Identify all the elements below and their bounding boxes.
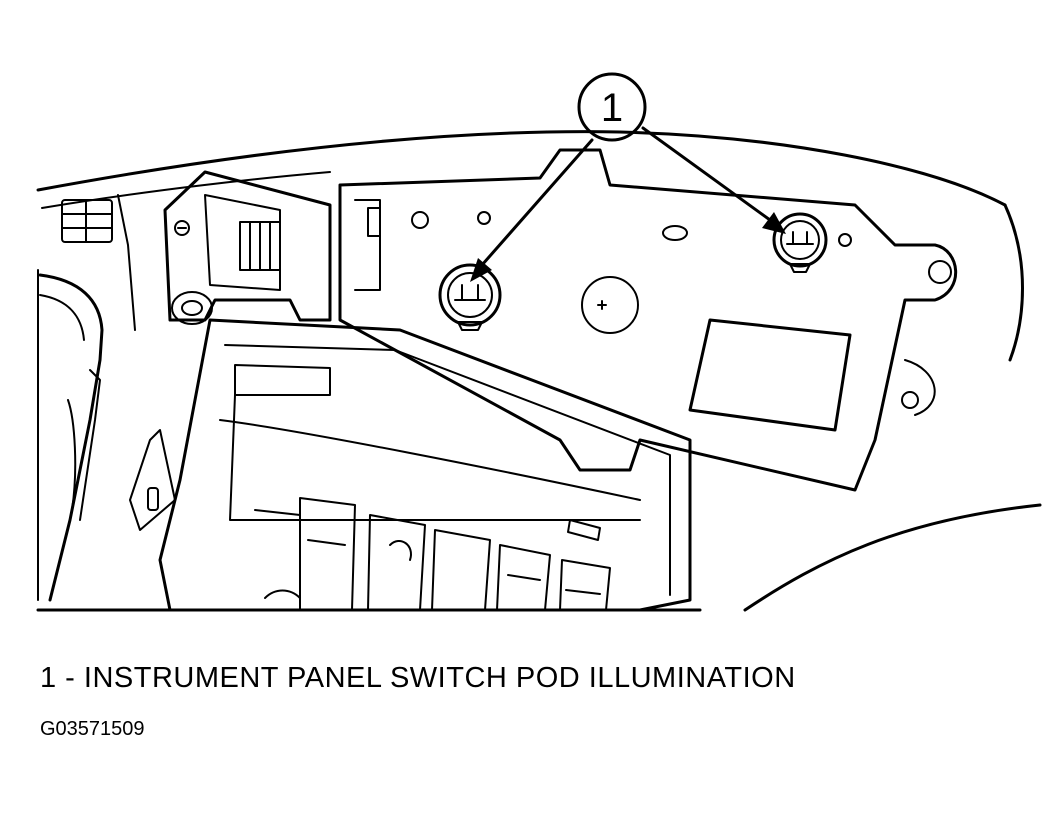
arrowhead-left bbox=[470, 258, 492, 282]
leader-line-right bbox=[641, 126, 772, 222]
line-drawing: 1 bbox=[36, 72, 1042, 612]
arrowhead-right bbox=[762, 212, 786, 234]
callout-number: 1 bbox=[601, 86, 623, 130]
bulb-socket-left bbox=[438, 263, 502, 331]
left-housing bbox=[38, 273, 104, 602]
switch-pod-plate bbox=[338, 148, 958, 492]
callout-bubble: 1 bbox=[577, 72, 647, 142]
vent-detail bbox=[61, 194, 136, 331]
figure-id: G03571509 bbox=[40, 718, 145, 740]
leader-line-left bbox=[480, 138, 594, 267]
bulb-socket-right bbox=[772, 212, 828, 273]
legend: 1 - INSTRUMENT PANEL SWITCH POD ILLUMINA… bbox=[40, 662, 796, 695]
leader-arrows bbox=[470, 126, 786, 282]
switch-bezel bbox=[129, 318, 692, 612]
switch-pod-illustration: 1 bbox=[36, 72, 1042, 612]
connector-bracket bbox=[163, 170, 332, 325]
legend-item: 1 - INSTRUMENT PANEL SWITCH POD ILLUMINA… bbox=[40, 662, 796, 694]
